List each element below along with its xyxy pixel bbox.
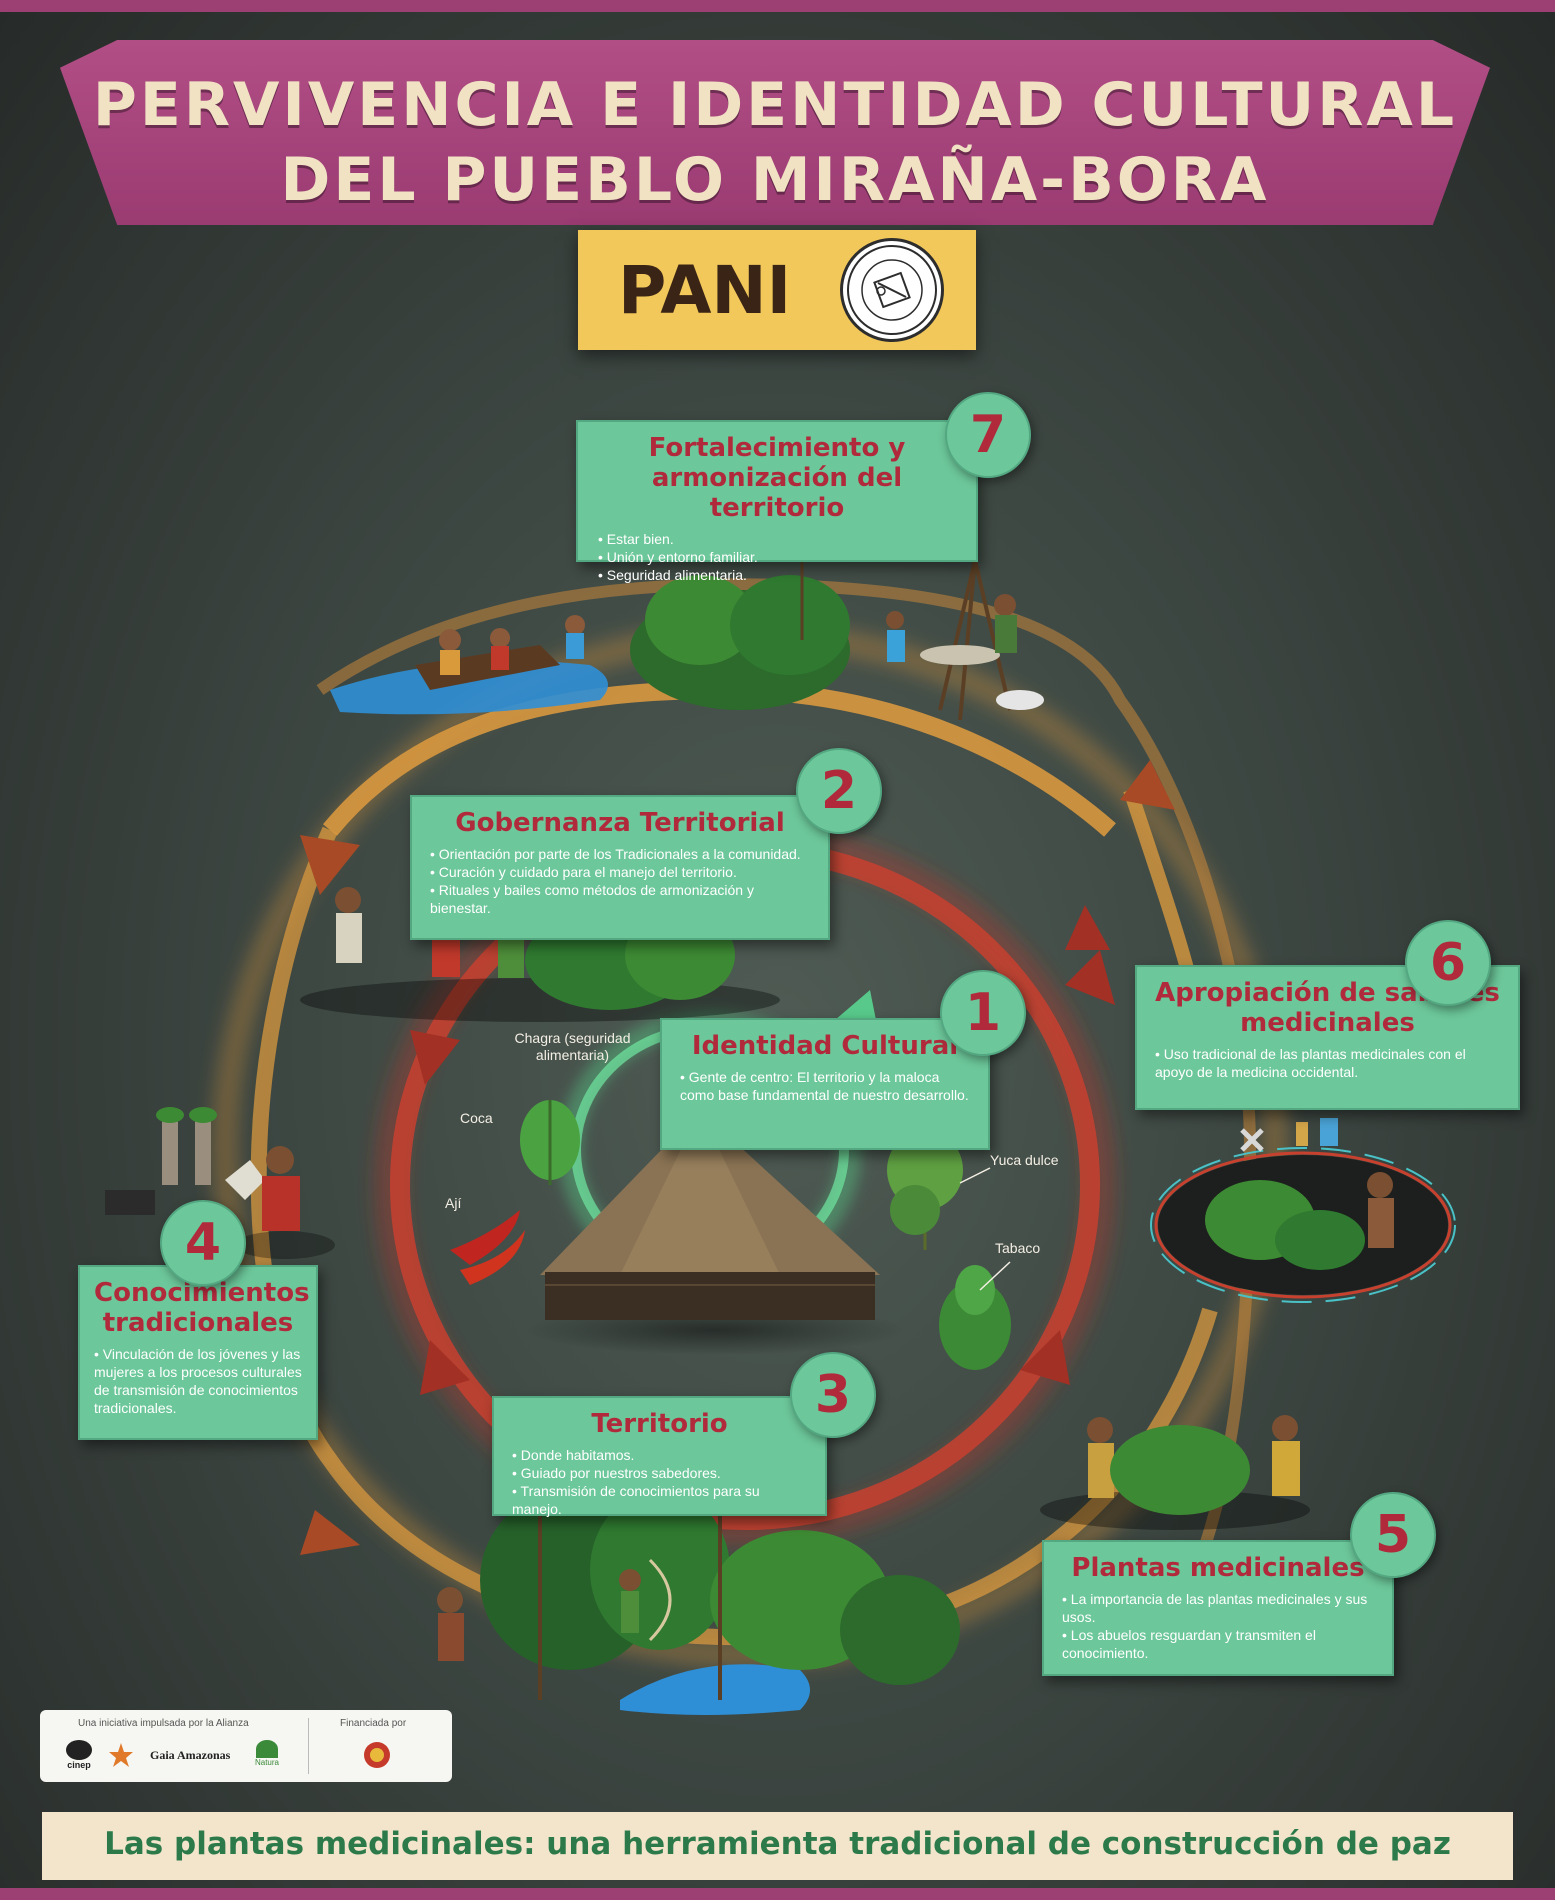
- card-fortalecimiento: Fortalecimiento y armonización del terri…: [576, 420, 978, 583]
- bullet-item: Unión y entorno familiar.: [598, 548, 956, 566]
- territory-forest-illustration: [437, 1490, 960, 1715]
- step-number-2: 2: [796, 748, 882, 834]
- cinep-label: cinep: [67, 1760, 91, 1770]
- card-bullets-territorio: Donde habitamos. Guiado por nuestros sab…: [512, 1446, 807, 1519]
- arrow-inner-bottomright: [1020, 1330, 1070, 1385]
- arrow-inner-bottomleft: [420, 1340, 470, 1395]
- label-coca: Coca: [460, 1110, 493, 1126]
- arrow-outer-bottomleft: [300, 1510, 360, 1555]
- card-bullets-identidad: Gente de centro: El territorio y la malo…: [680, 1068, 970, 1104]
- card-title-conocimientos: Conocimientos tradicionales: [94, 1278, 310, 1338]
- footer-text: Las plantas medicinales: una herramienta…: [104, 1826, 1451, 1862]
- label-chagra: Chagra (seguridad alimentaria): [514, 1030, 631, 1063]
- aji-pepper-icon: [450, 1210, 525, 1285]
- bullet-item: Guiado por nuestros sabedores.: [512, 1464, 807, 1482]
- bullet-item: Vinculación de los jóvenes y las mujeres…: [94, 1345, 302, 1418]
- page-title-line-2: DEL PUEBLO MIRAÑA-BORA: [280, 145, 1270, 215]
- card-title-fortalecimiento: Fortalecimiento y armonización del terri…: [648, 433, 906, 523]
- card-title-gobernanza: Gobernanza Territorial: [455, 808, 785, 838]
- card-bullets-apropiacion: Uso tradicional de las plantas medicinal…: [1155, 1045, 1500, 1081]
- pani-seal-logo: [840, 238, 944, 342]
- bullet-item: Gente de centro: El territorio y la malo…: [680, 1068, 970, 1104]
- yuca-plant-icon: [887, 1130, 963, 1250]
- gaia-amazonas-logo: Gaia Amazonas: [150, 1748, 231, 1762]
- card-bullets-conocimientos: Vinculación de los jóvenes y las mujeres…: [94, 1345, 302, 1418]
- pani-label: PANI: [618, 252, 792, 329]
- title-banner: PERVIVENCIA E IDENTIDAD CULTURAL DEL PUE…: [60, 40, 1490, 225]
- step-number-3: 3: [790, 1352, 876, 1438]
- funder-seal-logo: [362, 1740, 392, 1775]
- step-number-1: 1: [940, 970, 1026, 1056]
- top-stripe: [0, 0, 1555, 12]
- sponsor-box: Una iniciativa impulsada por la Alianza …: [40, 1710, 452, 1782]
- coca-plant-icon: [520, 1100, 580, 1185]
- funded-caption: Financiada por: [340, 1718, 407, 1729]
- card-bullets-gobernanza: Orientación por parte de los Tradicional…: [430, 845, 810, 918]
- step-number-7: 7: [945, 392, 1031, 478]
- cinep-logo: cinep: [64, 1740, 94, 1774]
- arrow-outer-left: [300, 835, 360, 895]
- bullet-item: Donde habitamos.: [512, 1446, 807, 1464]
- medicine-scene-illustration: [1150, 1118, 1456, 1303]
- bullet-item: Uso tradicional de las plantas medicinal…: [1155, 1045, 1500, 1081]
- card-conocimientos: Conocimientos tradicionales Vinculación …: [78, 1265, 318, 1440]
- step-number-6: 6: [1405, 920, 1491, 1006]
- ritual-objects-illustration: [105, 1107, 335, 1259]
- label-yuca: Yuca dulce: [990, 1152, 1059, 1168]
- arrow-outer-right: [1120, 760, 1175, 810]
- natura-logo: Natura: [252, 1740, 282, 1767]
- step-number-4: 4: [160, 1200, 246, 1286]
- card-title-territorio: Territorio: [591, 1409, 728, 1439]
- card-identidad: Identidad Cultural Gente de centro: El t…: [660, 1018, 990, 1150]
- bullet-item: Orientación por parte de los Tradicional…: [430, 845, 810, 863]
- page-title-line-1: PERVIVENCIA E IDENTIDAD CULTURAL: [92, 70, 1458, 140]
- label-tabaco: Tabaco: [995, 1240, 1041, 1256]
- alliance-star-logo: [108, 1742, 134, 1768]
- card-bullets-fortalecimiento: Estar bien. Unión y entorno familiar. Se…: [598, 530, 956, 585]
- top-chagra-illustration: [630, 555, 1044, 721]
- card-title-plantas: Plantas medicinales: [1071, 1553, 1365, 1583]
- alliance-caption: Una iniciativa impulsada por la Alianza: [78, 1718, 249, 1729]
- bullet-item: Transmisión de conocimientos para su man…: [512, 1482, 807, 1518]
- tabaco-plant-icon: [939, 1265, 1011, 1370]
- card-territorio: Territorio Donde habitamos. Guiado por n…: [492, 1396, 827, 1519]
- bullet-item: Estar bien.: [598, 530, 956, 548]
- arrow-inner-top: [1065, 905, 1110, 950]
- footer-band: Las plantas medicinales: una herramienta…: [42, 1812, 1513, 1880]
- pani-box: PANI: [578, 230, 976, 350]
- natura-label: Natura: [254, 1758, 279, 1767]
- bullet-item: Seguridad alimentaria.: [598, 566, 956, 584]
- card-gobernanza: Gobernanza Territorial Orientación por p…: [410, 795, 830, 940]
- card-plantas: Plantas medicinales La importancia de la…: [1042, 1540, 1394, 1676]
- card-title-identidad: Identidad Cultural: [691, 1031, 959, 1061]
- bullet-item: La importancia de las plantas medicinale…: [1062, 1590, 1374, 1626]
- bullet-item: Curación y cuidado para el manejo del te…: [430, 863, 810, 881]
- arrow-inner-right: [1065, 950, 1115, 1005]
- card-bullets-plantas: La importancia de las plantas medicinale…: [1062, 1590, 1374, 1663]
- sponsor-divider: [308, 1718, 309, 1774]
- boat-scene-illustration: [330, 615, 608, 715]
- arrow-inner-left: [410, 1030, 460, 1085]
- bullet-item: Los abuelos resguardan y transmiten el c…: [1062, 1626, 1374, 1662]
- bottom-stripe: [0, 1888, 1555, 1900]
- maloca-hut-illustration: [525, 1079, 905, 1355]
- bullet-item: Rituales y bailes como métodos de armoni…: [430, 881, 810, 917]
- elders-scene-illustration: [1040, 1415, 1310, 1530]
- label-aji: Ají: [445, 1195, 462, 1211]
- step-number-5: 5: [1350, 1492, 1436, 1578]
